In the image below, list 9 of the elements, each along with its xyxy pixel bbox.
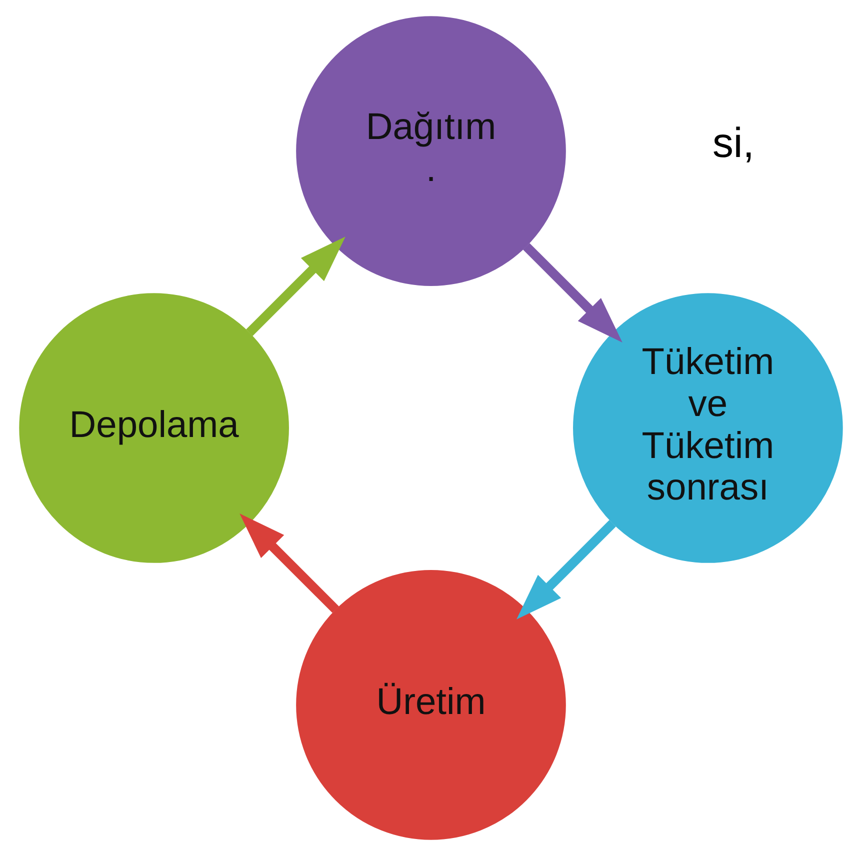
arrow (239, 514, 338, 613)
arrow (246, 236, 345, 336)
node-circle: Tüketim ve Tüketim sonrası (572, 293, 842, 563)
arrow (522, 243, 622, 342)
arrow (516, 520, 616, 620)
node-circle: Üretim (296, 570, 566, 840)
label: si, (712, 118, 754, 166)
node-circle: Depolama (18, 293, 288, 563)
node-circle: Dağıtım . (296, 16, 566, 286)
